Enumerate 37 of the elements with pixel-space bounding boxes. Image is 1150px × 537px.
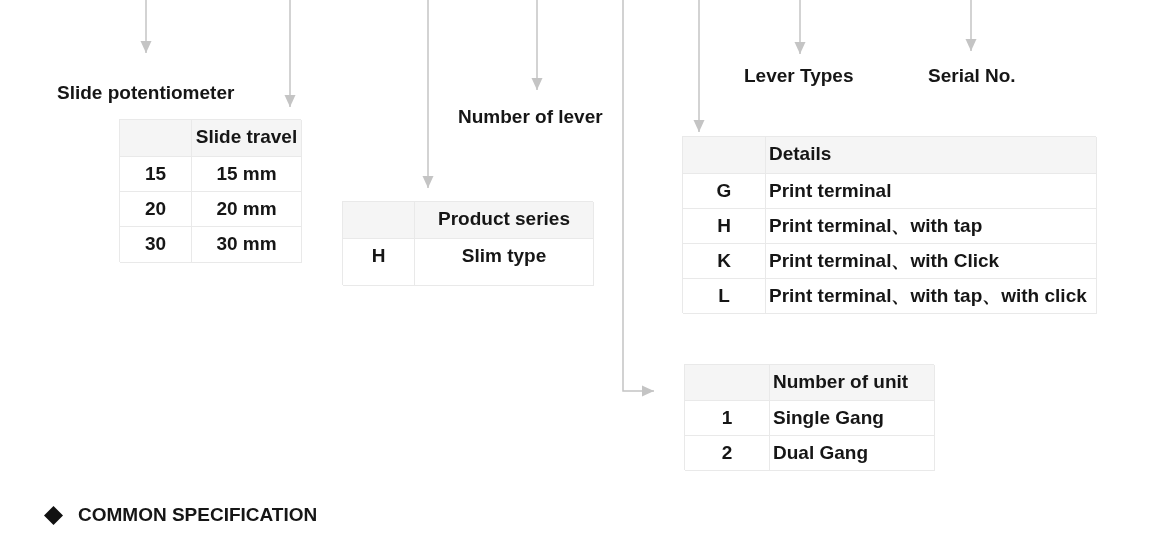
- arrow: [693, 0, 705, 133]
- table-cell: Slim type: [415, 239, 594, 286]
- category-label: Number of lever: [458, 106, 603, 128]
- table-cell: K: [683, 244, 766, 279]
- table-cell: 20 mm: [192, 192, 302, 227]
- table-cell: Dual Gang: [770, 436, 935, 471]
- arrow: [284, 0, 296, 108]
- table-cell: H: [343, 239, 415, 286]
- table-cell: Print terminal、with tap、with click: [766, 279, 1097, 314]
- table-cell: 15: [120, 157, 192, 192]
- table-cell: Print terminal: [766, 174, 1097, 209]
- table-cell: Print terminal、with Click: [766, 244, 1097, 279]
- column-header: Slide travel: [192, 120, 302, 157]
- table-cell: H: [683, 209, 766, 244]
- table-cell: 1: [685, 401, 770, 436]
- column-header: Details: [766, 137, 1097, 174]
- table-cell: 15 mm: [192, 157, 302, 192]
- category-label: Slide potentiometer: [57, 82, 235, 104]
- column-header: Product series: [415, 202, 594, 239]
- column-header: Number of unit: [770, 365, 935, 401]
- table-cell: Print terminal、with tap: [766, 209, 1097, 244]
- table-cell: Single Gang: [770, 401, 935, 436]
- category-label: Lever Types: [744, 65, 854, 87]
- arrow: [531, 0, 543, 91]
- arrow: [140, 0, 152, 54]
- section-heading: COMMON SPECIFICATION: [78, 504, 318, 526]
- table-cell: 20: [120, 192, 192, 227]
- arrow: [965, 0, 977, 52]
- table-cell: 2: [685, 436, 770, 471]
- table-cell: L: [683, 279, 766, 314]
- arrow: [422, 0, 434, 189]
- table-cell: 30: [120, 227, 192, 263]
- table-cell: 30 mm: [192, 227, 302, 263]
- table-cell: G: [683, 174, 766, 209]
- category-label: Serial No.: [928, 65, 1016, 87]
- arrow: [794, 0, 806, 55]
- arrow: [622, 0, 655, 397]
